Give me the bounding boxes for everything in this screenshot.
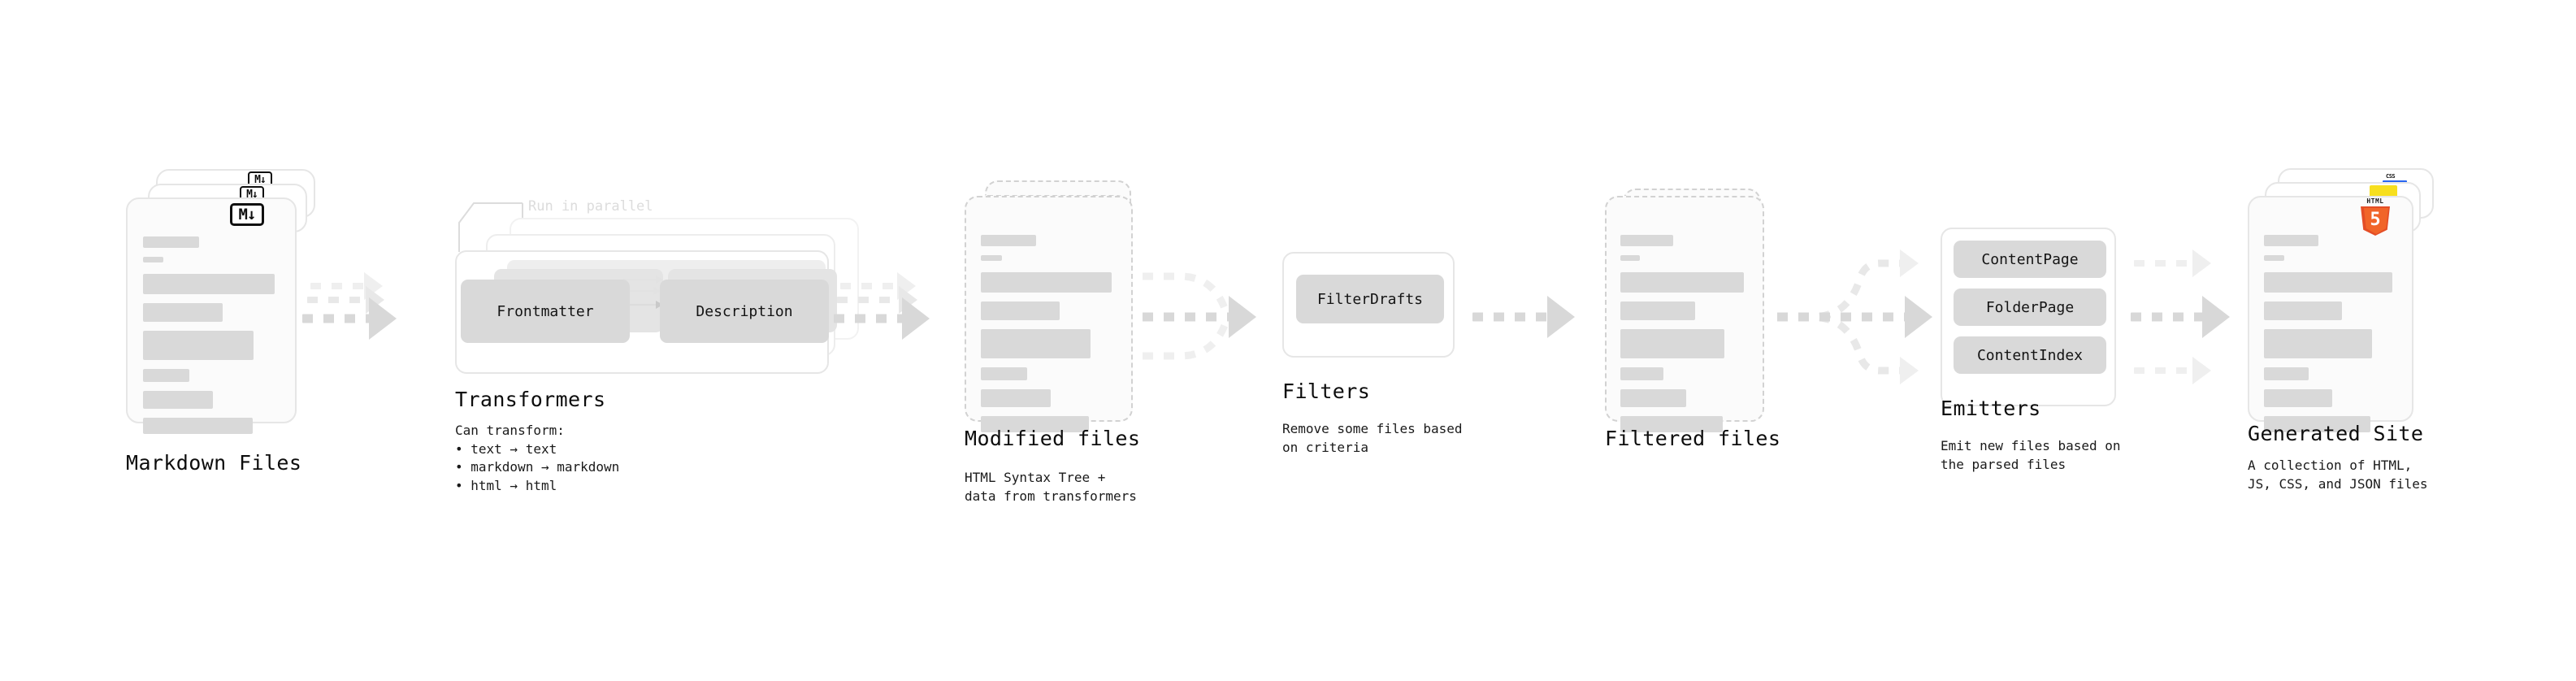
filters-box: FilterDrafts — [1282, 252, 1455, 358]
filters-caption: Remove some files based on criteria — [1282, 421, 1463, 455]
filtered-skeleton-bars — [1620, 235, 1751, 441]
transformer-inner-arrow-front — [614, 301, 663, 309]
flow-fanin-modified-to-filters — [1141, 262, 1263, 375]
transformers-caption: Can transform: • text → text • markdown … — [455, 423, 620, 494]
modified-file-sheet-front — [965, 196, 1133, 432]
flow-fanout-filtered-to-emitters — [1776, 244, 1930, 398]
transformer-inner-arrow-back — [623, 275, 663, 284]
transformer-chip-frontmatter[interactable]: Frontmatter — [461, 280, 630, 343]
transformer-chip-frontmatter-label: Frontmatter — [497, 302, 594, 320]
modified-files-title: Modified files — [965, 427, 1141, 450]
emitter-chip-contentindex[interactable]: ContentIndex — [1954, 336, 2106, 374]
css3-badge-label: CSS — [2386, 173, 2396, 180]
generated-site-card: CSS HTML 5 — [0, 0, 2434, 432]
generated-site-sheet-front — [2248, 196, 2413, 432]
transformer-inner-arrow-mid — [619, 287, 661, 295]
emitter-chip-contentindex-label: ContentIndex — [1976, 346, 2084, 364]
markdown-skeleton-bars — [142, 236, 284, 443]
filtered-file-sheet-front — [1605, 196, 1764, 432]
run-in-parallel-pointer — [451, 202, 532, 258]
transformers-title: Transformers — [455, 388, 606, 411]
generated-site-skeleton-bars — [2264, 235, 2400, 441]
markdown-badge-front: M↓ — [230, 203, 264, 226]
emitters-title: Emitters — [1941, 397, 2041, 420]
generated-site-caption: A collection of HTML, JS, CSS, and JSON … — [2248, 458, 2428, 492]
filters-title: Filters — [1282, 380, 1371, 403]
html5-badge: HTML 5 — [2359, 197, 2392, 236]
generated-site-title: Generated Site — [2248, 422, 2424, 445]
emitter-chip-contentpage[interactable]: ContentPage — [1954, 241, 2106, 278]
emitters-box: ContentPage FolderPage ContentIndex — [1941, 228, 2116, 406]
emitter-chip-folderpage[interactable]: FolderPage — [1954, 288, 2106, 326]
emitter-chip-folderpage-label: FolderPage — [1985, 298, 2075, 316]
run-in-parallel-note: Run in parallel — [528, 198, 653, 215]
markdown-files-title: Markdown Files — [126, 451, 302, 475]
filtered-files-title: Filtered files — [1605, 427, 1781, 450]
modified-skeleton-bars — [981, 235, 1120, 441]
transformer-chip-description[interactable]: Description — [660, 280, 829, 343]
html5-badge-digit: 5 — [2370, 210, 2381, 230]
modified-files-caption: HTML Syntax Tree + data from transformer… — [965, 470, 1137, 504]
filter-chip-filterdrafts[interactable]: FilterDrafts — [1296, 275, 1444, 323]
filter-chip-filterdrafts-label: FilterDrafts — [1316, 290, 1424, 308]
html5-badge-word: HTML — [2366, 197, 2384, 205]
emitter-chip-contentpage-label: ContentPage — [1981, 250, 2079, 268]
emitters-caption: Emit new files based on the parsed files — [1941, 438, 2121, 472]
markdown-file-sheet-front — [126, 197, 297, 434]
transformer-chip-description-label: Description — [696, 302, 793, 320]
